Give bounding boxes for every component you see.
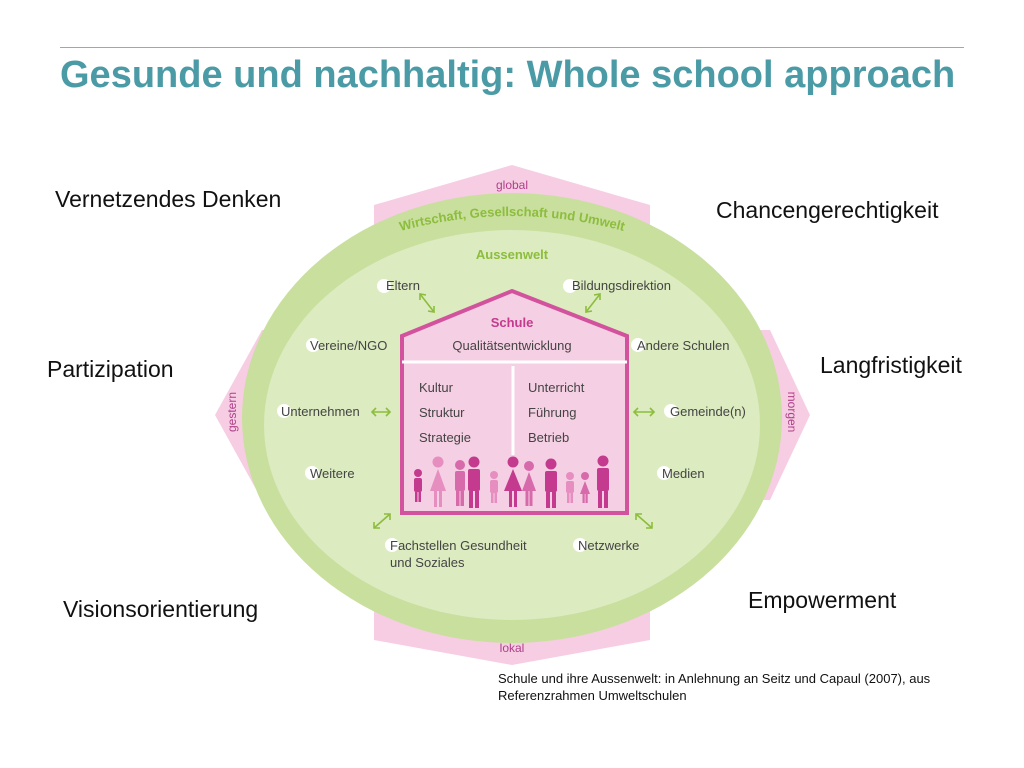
actor-gemeinde: Gemeinde(n) xyxy=(670,404,746,419)
principle-visionsorientierung: Visionsorientierung xyxy=(63,596,259,622)
principle-partizipation: Partizipation xyxy=(47,356,174,382)
actor-fachstellen-line2: und Soziales xyxy=(390,555,465,570)
axis-label-lokal: lokal xyxy=(500,641,525,655)
axis-label-global: global xyxy=(496,178,528,192)
principle-vernetzendes-denken: Vernetzendes Denken xyxy=(55,186,282,212)
house-subtitle: Qualitätsentwicklung xyxy=(452,338,571,353)
house-item-strategie: Strategie xyxy=(419,430,471,445)
actor-weitere: Weitere xyxy=(310,466,355,481)
actor-andere-schulen: Andere Schulen xyxy=(637,338,730,353)
title-rule xyxy=(60,47,964,48)
connection-arrows xyxy=(370,293,656,529)
actor-unternehmen: Unternehmen xyxy=(281,404,360,419)
house-item-betrieb: Betrieb xyxy=(528,430,569,445)
actor-medien: Medien xyxy=(662,466,705,481)
actor-eltern: Eltern xyxy=(386,278,420,293)
principle-chancengerechtigkeit: Chancengerechtigkeit xyxy=(716,197,939,223)
axis-label-gestern: gestern xyxy=(225,392,239,432)
house-title: Schule xyxy=(491,315,534,330)
page-title: Gesunde und nachhaltig: Whole school app… xyxy=(60,54,956,96)
principle-empowerment: Empowerment xyxy=(748,587,897,613)
house-item-struktur: Struktur xyxy=(419,405,465,420)
house-item-fuehrung: Führung xyxy=(528,405,576,420)
actor-fachstellen-line1: Fachstellen Gesundheit xyxy=(390,538,527,553)
principle-langfristigkeit: Langfristigkeit xyxy=(820,352,962,378)
people-figures-icon xyxy=(414,455,609,508)
house-item-unterricht: Unterricht xyxy=(528,380,585,395)
actor-bildungsdirektion: Bildungsdirektion xyxy=(572,278,671,293)
figure-caption: Schule und ihre Aussenwelt: in Anlehnung… xyxy=(498,671,931,703)
actor-vereine-ngo: Vereine/NGO xyxy=(310,338,387,353)
aussenwelt-label: Aussenwelt xyxy=(476,247,549,262)
house-item-kultur: Kultur xyxy=(419,380,454,395)
actor-netzwerke: Netzwerke xyxy=(578,538,639,553)
actor-bubbles xyxy=(277,279,678,552)
axis-label-morgen: morgen xyxy=(785,392,799,433)
